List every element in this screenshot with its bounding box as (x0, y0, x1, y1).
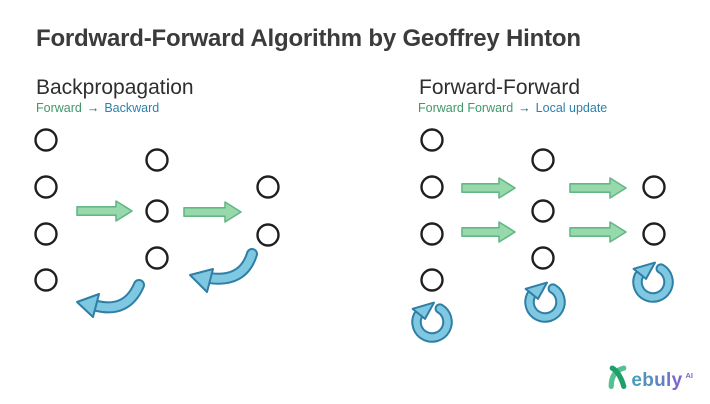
neuron-node (420, 268, 444, 292)
forward-arrow-icon (569, 221, 627, 243)
forward-arrow-icon (183, 201, 242, 223)
neuron-node (642, 175, 666, 199)
neuron-node (34, 268, 58, 292)
backpropagation-heading: Backpropagation (36, 76, 194, 99)
neuron-node (256, 223, 280, 247)
neuron-node (531, 148, 555, 172)
backward-arrowhead-icon (189, 268, 214, 293)
neuron-node (420, 175, 444, 199)
forward-forward-pass-label: Forward Forward (418, 101, 514, 115)
neuron-node (531, 199, 555, 223)
neuron-node (145, 246, 169, 270)
loop-arrowhead-icon (524, 281, 548, 300)
forward-forward-subtitle: Forward Forward → Local update (418, 101, 607, 115)
arrow-right-icon: → (518, 101, 531, 115)
backward-arrow-icon (205, 250, 256, 283)
forward-forward-heading: Forward-Forward (419, 76, 581, 99)
nebuly-logo: ebuly AI (607, 365, 693, 390)
local-update-label: Local update (535, 101, 608, 115)
logo-letter: e (631, 370, 643, 391)
slide-title: Fordward-Forward Algorithm by Geoffrey H… (36, 25, 581, 52)
forward-arrow-icon (76, 200, 133, 222)
backward-pass-label: Backward (104, 101, 160, 115)
neuron-node (420, 128, 444, 152)
neuron-node (256, 175, 280, 199)
neuron-node (34, 128, 58, 152)
loop-arrowhead-icon (411, 301, 435, 320)
forward-arrow-icon (461, 221, 516, 243)
logo-letter: b (642, 370, 655, 391)
forward-arrow-icon (569, 177, 627, 199)
logo-letter: y (671, 370, 683, 391)
local-update-loop-icon (634, 265, 672, 301)
nebuly-n-icon (608, 365, 627, 389)
logo-ai-suffix: AI (685, 371, 694, 380)
local-update-loop-icon (413, 305, 451, 341)
backward-arrow-icon (93, 281, 143, 312)
neuron-node (420, 222, 444, 246)
neuron-node (531, 246, 555, 270)
local-update-loop-icon (526, 285, 564, 321)
neuron-node (34, 222, 58, 246)
arrow-right-icon: → (86, 101, 100, 115)
neuron-node (34, 175, 58, 199)
logo-letter: u (654, 370, 667, 391)
neuron-node (642, 222, 666, 246)
forward-pass-label: Forward (36, 101, 82, 115)
forward-arrow-icon (461, 177, 516, 199)
logo-letter: l (666, 370, 672, 391)
logo-wordmark: ebuly (631, 371, 682, 390)
neuron-node (145, 199, 169, 223)
loop-arrowhead-icon (632, 261, 656, 280)
backpropagation-subtitle: Forward → Backward (36, 101, 159, 115)
neuron-node (145, 148, 169, 172)
backward-arrowhead-icon (76, 293, 100, 318)
